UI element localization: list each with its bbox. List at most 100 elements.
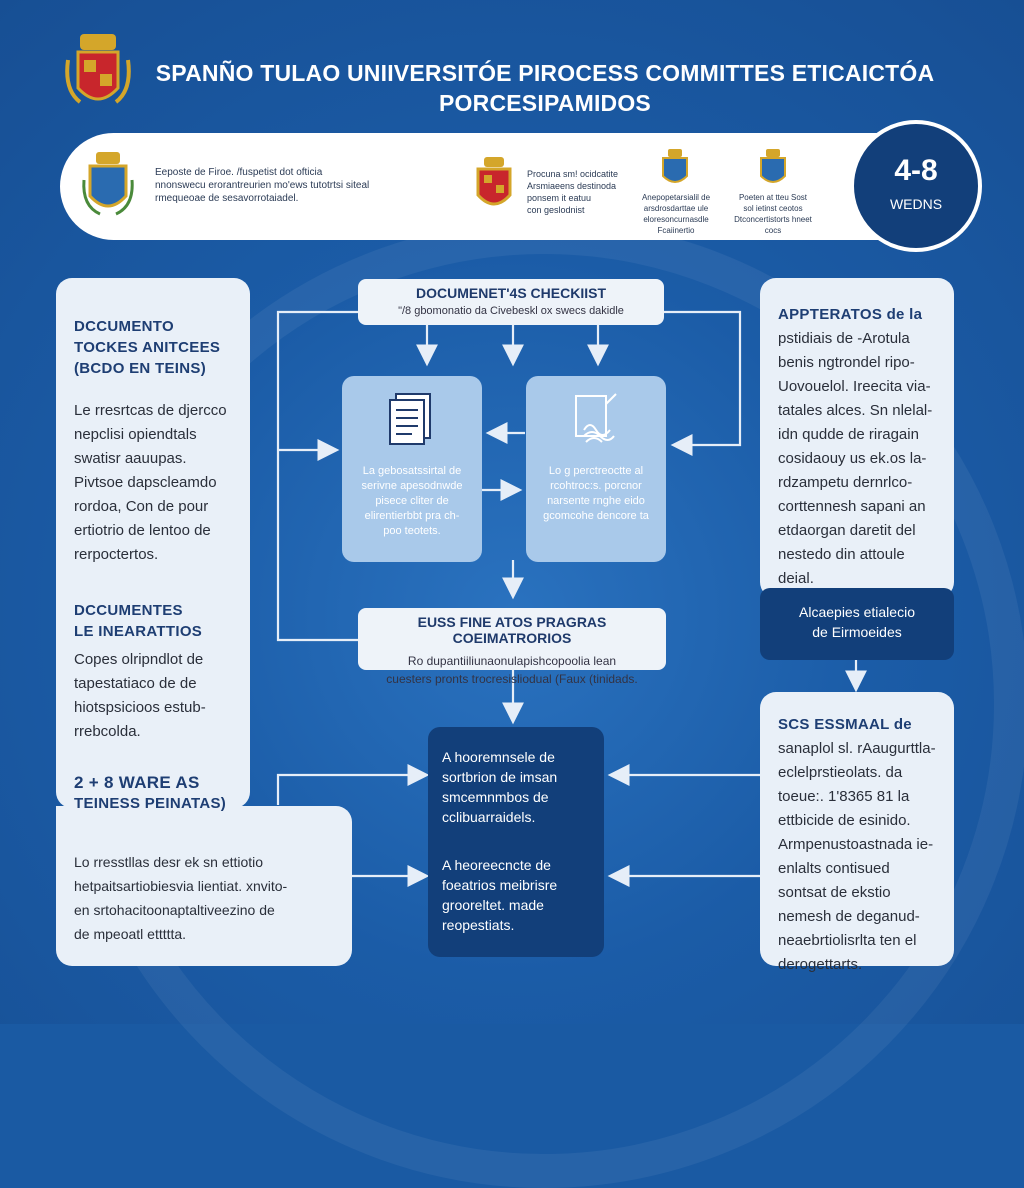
right-section-1-heading: APPTERATOS de la bbox=[778, 306, 923, 323]
header-item-3-text: Anepopetarsialil de arsdrosdarttae ule e… bbox=[641, 193, 711, 235]
signature-card-text: gcomcohe dencore ta bbox=[543, 510, 649, 522]
header-item-2-text: Procuna sm! ocidcatite Arsmiaeens destin… bbox=[527, 168, 647, 216]
signature-card: Lo g perctreoctte al rcohtroc:s. porcnor… bbox=[526, 376, 666, 562]
left-section-3-text: en srtohacitoonaptaltiveezino de bbox=[74, 902, 275, 918]
right-section-1-text: rdzampetu dernrlco- bbox=[778, 474, 913, 491]
decision-text: A hooremnsele de bbox=[442, 749, 555, 765]
signed-document-icon bbox=[570, 390, 622, 457]
decision-text: foeatrios meibrisre bbox=[442, 877, 558, 893]
left-section-2-text: rrebcolda. bbox=[74, 723, 141, 740]
header-item-2-line: con geslodnist bbox=[527, 205, 585, 215]
duration-label: WEDNS bbox=[889, 196, 943, 212]
right-section-1-text: etdaorgan daretit del bbox=[778, 522, 916, 539]
right-section-2-text: eclelprstieolats. da bbox=[778, 764, 903, 781]
left-section-3-heading: 2 + 8 WARE AS bbox=[74, 773, 200, 792]
signature-card-text: rcohtroc:s. porcnor bbox=[550, 480, 642, 492]
title-line-2: PORCESIPAMIDOS bbox=[439, 90, 651, 116]
right-section-1-text: cosidaouy us ek.os la- bbox=[778, 450, 927, 467]
right-section-1-text: nestedo din attoule bbox=[778, 546, 905, 563]
header-seal-4 bbox=[756, 148, 790, 188]
left-section-1-text: Le rresrtcas de djercco bbox=[74, 402, 227, 419]
right-section-1-text: pstidiais de -Arotula bbox=[778, 330, 910, 347]
right-section-2-text: ettbicide de esinido. bbox=[778, 812, 911, 829]
left-section-1-text: nepclisi opiendtals bbox=[74, 426, 197, 443]
right-highlight-text: Alcaepies etialecio bbox=[799, 604, 915, 620]
right-section-2-text: derogettarts. bbox=[778, 956, 863, 973]
right-section-2-text: sanaplol sl. rAaugurttla- bbox=[778, 740, 936, 757]
document-stack-icon bbox=[386, 390, 438, 457]
review-text: cuesters pronts trocresisliodual (Faux (… bbox=[386, 672, 638, 686]
document-card-text: serivne apesodnwde bbox=[361, 480, 463, 492]
decision-text: cclibuarraidels. bbox=[442, 809, 536, 825]
left-section-1-text: Pivtsoe dapscleamdo bbox=[74, 474, 217, 491]
page-title: SPANÑO TULAO UNIIVERSITÓE PIROCESS COMMI… bbox=[150, 58, 940, 118]
document-card: La gebosatssirtal de serivne apesodnwde … bbox=[342, 376, 482, 562]
right-section-2-text: neaebrtiolisrlta ten el bbox=[778, 932, 917, 949]
document-card-text: elirentierbbt pra ch- bbox=[364, 510, 460, 522]
left-section-1-heading: DCCUMENTO bbox=[74, 318, 174, 335]
checklist-heading: DOCUMENET'4S CHECKIIST bbox=[415, 285, 606, 301]
right-section-2-text: sontsat de ekstio bbox=[778, 884, 891, 901]
header-item-1-text: Eeposte de Firoe. /fuspetist dot ofticia… bbox=[155, 166, 415, 205]
left-section-3-text: hetpaitsartiobiesvia lientiat. xnvito- bbox=[74, 878, 288, 894]
right-section-1-text: Uovouelol. Ireecita via- bbox=[778, 378, 931, 395]
title-line-1: SPANÑO TULAO UNIIVERSITÓE PIROCESS COMMI… bbox=[155, 60, 935, 86]
left-section-1-text: rerpoctertos. bbox=[74, 546, 159, 563]
left-section-1-heading: TOCKES ANITCEES bbox=[74, 339, 221, 356]
duration-number: 4-8 bbox=[894, 154, 938, 187]
right-section-1-text: benis ngtrondel ripo- bbox=[778, 354, 915, 371]
right-section-1-text: deial. bbox=[778, 570, 814, 587]
right-section-2-text: Armpenustoastnada ie- bbox=[778, 836, 934, 853]
right-highlight-text: de Eirmoeides bbox=[812, 624, 902, 640]
review-text: Ro dupantiiliunaonulapishcopoolia lean bbox=[407, 654, 617, 668]
decision-text: smcemnmbos de bbox=[442, 789, 549, 805]
right-section-2-heading: SCS ESSMAAL de bbox=[778, 716, 912, 733]
decision-text: sortbrion de imsan bbox=[442, 769, 558, 785]
header-item-2-line: Procuna sm! ocidcatite bbox=[527, 169, 619, 179]
right-panel-top bbox=[760, 278, 954, 598]
left-section-2-heading: LE INEARATTIOS bbox=[74, 623, 203, 640]
left-panel bbox=[56, 278, 250, 808]
document-card-text: La gebosatssirtal de bbox=[362, 465, 462, 477]
left-section-2-text: hiotspsicioos estub- bbox=[74, 699, 206, 716]
right-section-1: APPTERATOS de la pstidiais de -Arotula b… bbox=[778, 304, 948, 591]
left-section-2-text: tapestatiaco de de bbox=[74, 675, 197, 692]
right-highlight-box: Alcaepies etialecio de Eirmoeides bbox=[760, 588, 954, 660]
header-item-2-line: ponsem it eatuu bbox=[527, 193, 592, 203]
right-section-1-text: idn qudde de riragain bbox=[778, 426, 919, 443]
right-section-2: SCS ESSMAAL de sanaplol sl. rAaugurttla-… bbox=[778, 714, 950, 977]
header-seal-3 bbox=[658, 148, 692, 188]
signature-card-text: Lo g perctreoctte al bbox=[548, 465, 644, 477]
header-item-1-line: nnonswecu erorantreurien mo'ews tutotrts… bbox=[155, 180, 370, 191]
left-section-1-text: swatisr aauupas. bbox=[74, 450, 187, 467]
document-card-text: poo teotets. bbox=[383, 525, 441, 537]
left-section-1-text: ertiotrio de lentoo de bbox=[74, 522, 211, 539]
flow-connectors bbox=[276, 310, 867, 887]
decision-text: reopestiats. bbox=[442, 917, 515, 933]
header-seal-2 bbox=[470, 155, 518, 215]
left-section-2: DCCUMENTES LE INEARATTIOS Copes olripndl… bbox=[74, 600, 264, 744]
review-heading: EUSS FINE ATOS PRAGRAS COEIMATRORIOS bbox=[417, 614, 607, 646]
decision-text: A heoreecncte de bbox=[442, 857, 551, 873]
right-section-1-text: tatales alces. Sn nlelal- bbox=[778, 402, 933, 419]
left-section-2-text: Copes olripndlot de bbox=[74, 651, 204, 668]
decision-text: grooreltet. made bbox=[442, 897, 544, 913]
right-section-2-text: toeue:. 1'8365 81 la bbox=[778, 788, 910, 805]
coat-of-arms-logo bbox=[62, 30, 134, 118]
duration-badge: 4-8 WEDNS bbox=[850, 120, 982, 252]
documents-checklist-box: DOCUMENET'4S CHECKIIST "/8 gbomonatio da… bbox=[358, 279, 664, 325]
right-section-2-text: nemesh de deganud- bbox=[778, 908, 920, 925]
header-item-1-line: Eeposte de Firoe. /fuspetist dot ofticia bbox=[155, 167, 323, 178]
checklist-subtitle: "/8 gbomonatio da Civebeskl ox swecs dak… bbox=[398, 305, 624, 317]
left-section-3: 2 + 8 WARE AS TEINESS PEINATAS) Lo rress… bbox=[74, 772, 344, 946]
left-panel-bottom bbox=[56, 806, 352, 966]
left-section-1: DCCUMENTO TOCKES ANITCEES (BCDO EN TEINS… bbox=[74, 316, 264, 567]
left-section-1-heading: (BCDO EN TEINS) bbox=[74, 360, 206, 377]
left-section-3-text: de mpeoatl ettttta. bbox=[74, 926, 187, 942]
left-section-2-heading: DCCUMENTES bbox=[74, 602, 183, 619]
right-panel-bottom bbox=[760, 692, 954, 966]
signature-card-text: narsente rnghe eido bbox=[547, 495, 645, 507]
left-section-3-heading: TEINESS PEINATAS) bbox=[74, 795, 227, 812]
header-item-1-line: rmequeoae de sesavorrotaiadel. bbox=[155, 193, 299, 204]
header-item-4-text: Poeten at tteu Sost sol ietinst ceotos D… bbox=[734, 193, 812, 235]
